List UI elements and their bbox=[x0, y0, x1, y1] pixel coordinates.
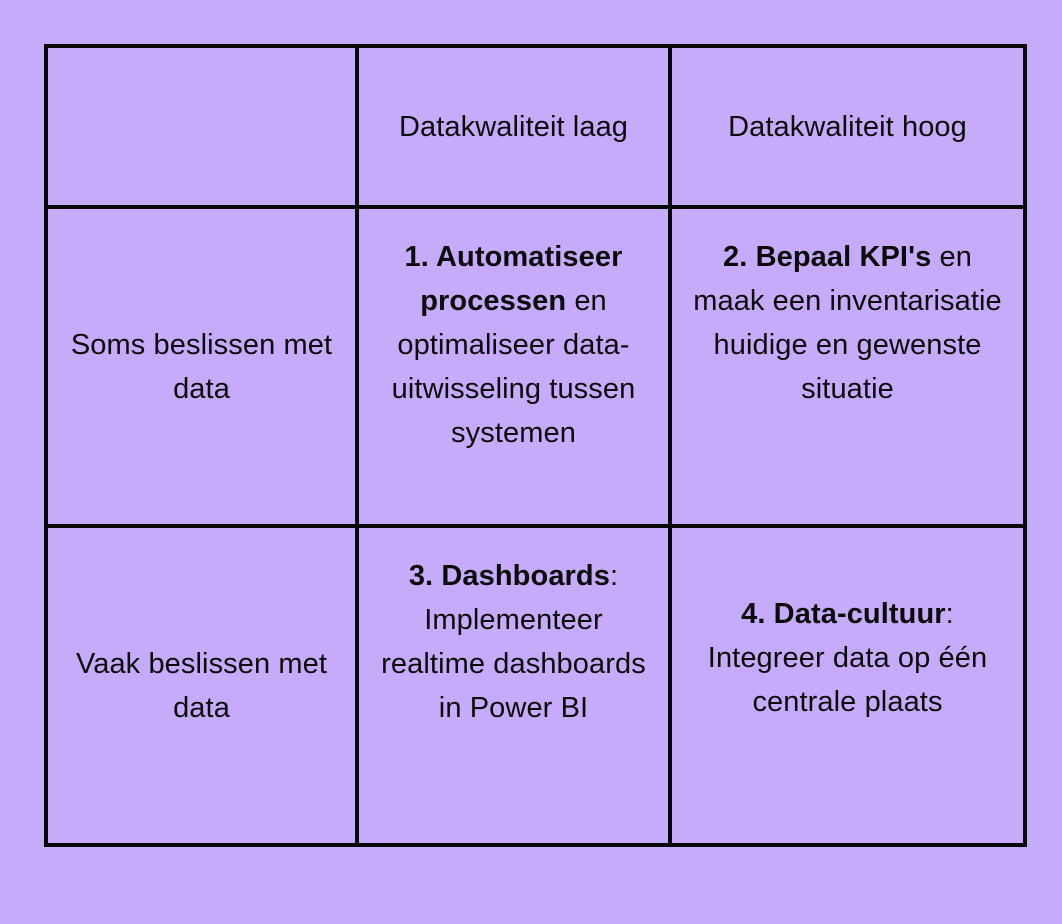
matrix-cell-rest-q3: : Implementeer realtime dashboards in Po… bbox=[381, 560, 646, 724]
column-header-label-low: Datakwaliteit laag bbox=[398, 110, 629, 143]
matrix-cell-q2: 2. Bepaal KPI's en maak een inventarisat… bbox=[668, 205, 1027, 528]
matrix-cell-lead-q1: 1. Automatiseer processen bbox=[404, 241, 623, 317]
matrix-cell-text-q3: 3. Dashboards: Implementeer realtime das… bbox=[359, 528, 668, 730]
column-header-cell-low: Datakwaliteit laag bbox=[355, 44, 672, 209]
matrix-cell-text-q4: 4. Data-cultuur: Integreer data op één c… bbox=[672, 528, 1023, 724]
matrix-cell-lead-q2: 2. Bepaal KPI's bbox=[723, 241, 932, 273]
matrix-cell-rest-q2: en maak een inventarisatie huidige en ge… bbox=[693, 241, 1002, 405]
corner-cell-label bbox=[48, 48, 355, 205]
matrix-cell-rest-q1: en optimaliseer data-uitwisseling tussen… bbox=[391, 285, 636, 449]
matrix-row-soms: Soms beslissen met data 1. Automatiseer … bbox=[44, 205, 1027, 528]
column-header-cell-high: Datakwaliteit hoog bbox=[668, 44, 1027, 209]
matrix-cell-rest-q4: : Integreer data op één centrale plaats bbox=[707, 598, 988, 718]
matrix-corner-cell bbox=[44, 44, 359, 209]
row-header-cell-vaak: Vaak beslissen met data bbox=[44, 524, 359, 847]
column-header-label-high: Datakwaliteit hoog bbox=[728, 110, 967, 143]
row-header-cell-soms: Soms beslissen met data bbox=[44, 205, 359, 528]
matrix-row-vaak: Vaak beslissen met data 3. Dashboards: I… bbox=[44, 524, 1027, 847]
matrix-cell-text-q2: 2. Bepaal KPI's en maak een inventarisat… bbox=[672, 209, 1023, 411]
matrix-header-row: Datakwaliteit laag Datakwaliteit hoog bbox=[44, 44, 1027, 209]
row-header-label-soms: Soms beslissen met data bbox=[70, 328, 333, 405]
matrix-cell-q3: 3. Dashboards: Implementeer realtime das… bbox=[355, 524, 672, 847]
row-header-label-vaak: Vaak beslissen met data bbox=[75, 647, 328, 724]
matrix-cell-lead-q3: 3. Dashboards bbox=[408, 560, 610, 592]
matrix-cell-lead-q4: 4. Data-cultuur bbox=[741, 598, 946, 630]
matrix-cell-q1: 1. Automatiseer processen en optimalisee… bbox=[355, 205, 672, 528]
data-maturity-matrix: Datakwaliteit laag Datakwaliteit hoog So… bbox=[44, 44, 1027, 847]
matrix-cell-q4: 4. Data-cultuur: Integreer data op één c… bbox=[668, 524, 1027, 847]
matrix-cell-text-q1: 1. Automatiseer processen en optimalisee… bbox=[359, 209, 668, 455]
